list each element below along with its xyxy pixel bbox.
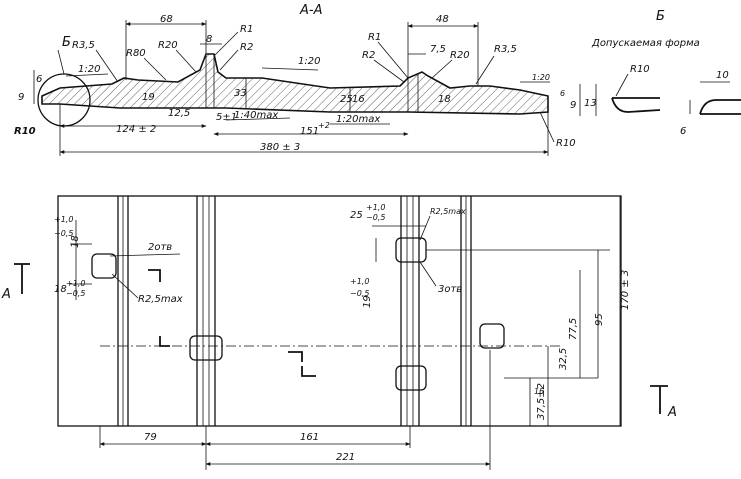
dim-9-right: 9: [570, 100, 576, 111]
holes-right-label: 3отв: [438, 284, 462, 295]
dim-25: 25: [340, 94, 353, 105]
plate-outline: [57, 195, 622, 427]
dim-r20-right: R20: [450, 50, 470, 61]
holes-left-label: 2отв: [148, 242, 172, 253]
dim-48: 48: [436, 14, 449, 25]
dim-37-5: 37,5±2: [536, 383, 547, 420]
dim-slope-left: 1:20: [78, 64, 100, 75]
hole-center-left: [189, 335, 223, 361]
dim-r1-right: R1: [368, 32, 381, 43]
dim-25-tol-up: +1,0: [366, 203, 385, 212]
dim-r3-5-right: R3,5: [494, 44, 517, 55]
dim-5: 5±1: [216, 112, 237, 123]
dim-170: 170 ± 3: [620, 270, 631, 310]
corner-mark-3: [288, 351, 303, 362]
cut-label-right: А: [667, 405, 677, 420]
dim-380: 380 ± 3: [260, 142, 300, 153]
dim-slope-20max: 1:20max: [336, 114, 380, 125]
dim-95: 95: [594, 313, 605, 326]
dim-151-tol: +2: [318, 121, 330, 130]
callout-b: Б: [62, 35, 71, 50]
rib-4: [460, 196, 472, 426]
dim-32-5: 32,5: [558, 348, 569, 370]
dim-13: 13: [584, 98, 597, 109]
section-title: А-А: [299, 3, 322, 18]
dim-r10-left: R10: [14, 126, 36, 137]
rib-2: [196, 196, 216, 426]
dim-33: 33: [234, 88, 247, 99]
r2-5-left: R2,5max: [138, 294, 183, 305]
dim-19: 19: [142, 92, 155, 103]
dim-25: 25: [350, 210, 363, 221]
section-profile: [41, 53, 549, 115]
hole-right: [479, 323, 505, 349]
dim-9-left: 9: [18, 92, 24, 103]
view-b-left-profile: [611, 97, 661, 113]
rib-1: [117, 196, 129, 426]
dim-r2-right: R2: [362, 50, 375, 61]
view-b-10: 10: [716, 70, 729, 81]
dim-8: 8: [206, 34, 212, 45]
view-b-caption: Допускаемая форма: [591, 38, 700, 49]
dim-18-bot-tol-dn: −0,5: [66, 289, 85, 298]
dim-slope-mid: 1:20: [298, 56, 320, 67]
dim-19: 19: [362, 295, 373, 308]
rib-3: [400, 196, 420, 426]
dim-77-5: 77,5: [568, 318, 579, 340]
dim-221: 221: [336, 452, 355, 463]
dim-15: 15: [534, 387, 544, 396]
dim-18-top-tol-dn: −0,5: [54, 229, 73, 238]
dim-6-left: 6: [36, 74, 42, 85]
hole-left: [91, 253, 117, 279]
corner-mark-2: [159, 336, 170, 347]
view-b-right-profile: [699, 99, 741, 115]
dim-slope-right: 1:20: [532, 73, 550, 82]
dim-18-top: 18: [70, 235, 81, 248]
dim-18: 18: [438, 94, 451, 105]
dim-r1-left: R1: [240, 24, 253, 35]
hole-bottom-right: [395, 365, 427, 391]
dim-18-bot: 18: [54, 284, 67, 295]
dim-r80: R80: [126, 48, 146, 59]
dim-18-top-tol-up: +1,0: [54, 215, 73, 224]
dim-25-tol-dn: −0,5: [366, 213, 385, 222]
dim-124: 124 ± 2: [116, 124, 156, 135]
dim-161: 161: [300, 432, 319, 443]
dim-r2-left: R2: [240, 42, 253, 53]
dim-151: 151: [300, 126, 319, 137]
dim-19-tol-up: +1,0: [350, 277, 369, 286]
section-view: А-А Б 68 48 8 7,5 R1 R2 R1 R2 R3,5: [14, 3, 741, 156]
view-b-6: 6: [680, 126, 686, 137]
corner-mark-1: [148, 269, 161, 282]
dim-16: 16: [352, 94, 365, 105]
dim-7-5: 7,5: [430, 44, 446, 55]
corner-mark-4: [301, 366, 316, 377]
cut-marker-right: А: [650, 385, 677, 420]
dim-79: 79: [144, 432, 157, 443]
dim-18-bot-tol-up: +1,0: [66, 279, 85, 288]
view-b-title: Б: [656, 9, 665, 24]
dim-19-tol-dn: −0,5: [350, 289, 369, 298]
dim-6-right: 6: [560, 89, 565, 98]
dim-12-5: 12,5: [168, 108, 190, 119]
dim-68: 68: [160, 14, 173, 25]
view-b-r10: R10: [630, 64, 650, 75]
dim-r20-left: R20: [158, 40, 178, 51]
dim-r10-right: R10: [556, 138, 576, 149]
cut-label-left: А: [1, 287, 11, 302]
dim-r3-5-left: R3,5: [72, 40, 95, 51]
plan-view: А А 18 +1,0 −0,5 18 +1,0 −0,5 2отв R2,5m…: [1, 195, 677, 470]
dim-slope-40max: 1:40max: [234, 110, 278, 121]
r2-5-right: R2,5max: [430, 207, 466, 216]
cut-marker-left: А: [1, 263, 30, 302]
